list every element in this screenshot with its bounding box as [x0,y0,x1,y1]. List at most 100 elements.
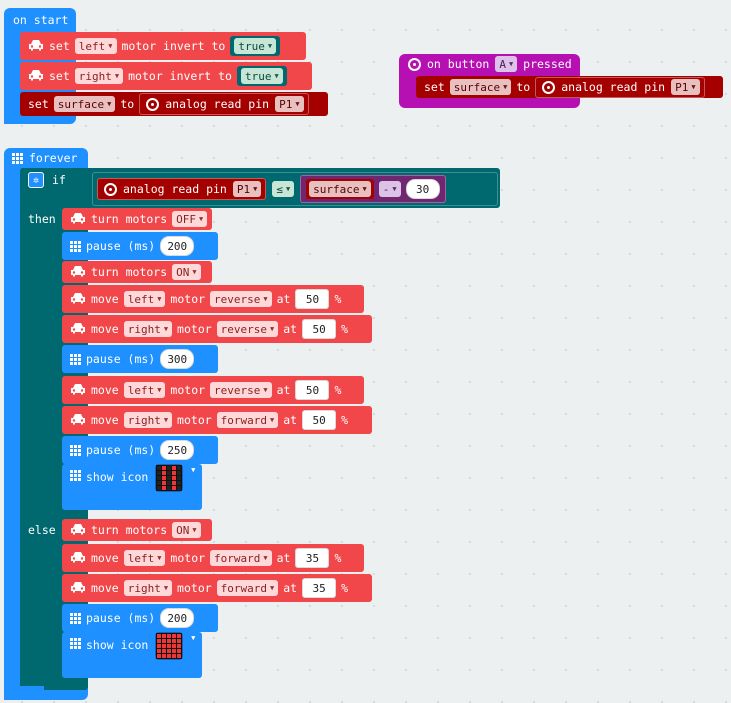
pin-dropdown[interactable]: P1▼ [275,96,304,112]
variable-value: surface [313,182,360,196]
direction-dropdown[interactable]: forward▼ [216,412,279,428]
show-icon-block[interactable]: show icon▼ [62,632,202,678]
button-dropdown[interactable]: A▼ [495,56,518,72]
move-label: move [91,581,119,595]
compare-condition[interactable]: analog read pin P1▼ ≤▼ surface▼ -▼ 30 [92,172,498,206]
led [177,654,182,658]
motor-dropdown[interactable]: left▼ [123,382,166,398]
pause-block[interactable]: pause (ms)200 [62,232,218,260]
motor-state-value: OFF [176,212,197,226]
icon-picker[interactable]: ▼ [155,464,195,492]
boolean-dropdown[interactable]: true▼ [234,38,277,54]
speed-input[interactable]: 50 [302,410,337,430]
gear-icon[interactable]: ✲ [28,172,44,188]
on-start-hat[interactable]: on start [4,8,76,32]
pause-input[interactable]: 300 [160,349,195,369]
turn-motors-label: turn motors [91,265,168,279]
pause-input[interactable]: 250 [160,440,195,460]
percent-label: % [341,581,349,595]
speed-input[interactable]: 35 [295,548,330,568]
motor-dropdown[interactable]: right▼ [74,68,124,84]
direction-dropdown[interactable]: reverse▼ [210,291,272,307]
pin-dropdown[interactable]: P1▼ [671,79,700,95]
variable-dropdown[interactable]: surface▼ [449,79,512,95]
set-label: set [28,97,49,111]
move-label: move [91,383,119,397]
direction-dropdown[interactable]: reverse▼ [210,382,272,398]
direction-dropdown[interactable]: forward▼ [210,550,272,566]
pause-input[interactable]: 200 [160,236,195,256]
pin-dropdown[interactable]: P1▼ [232,181,262,197]
set-right-motor-invert-block[interactable]: set right▼ motor invert to true▼ [20,62,312,90]
pause-input[interactable]: 200 [160,608,195,628]
icon-picker[interactable]: ▼ [155,632,195,660]
led [157,644,162,648]
chevron-down-icon: ▼ [362,185,367,193]
motor-state-dropdown[interactable]: ON▼ [172,264,201,280]
speed-input[interactable]: 50 [302,319,337,339]
speed-input[interactable]: 50 [295,289,330,309]
car-icon [70,212,86,227]
motor-value: right [127,413,161,427]
variable-dropdown[interactable]: surface▼ [53,96,116,112]
motor-state-dropdown[interactable]: ON▼ [172,522,201,538]
direction-dropdown[interactable]: forward▼ [216,580,279,596]
speed-input[interactable]: 50 [295,380,330,400]
set-surface-block[interactable]: set surface▼ to analog read pin P1▼ [20,92,328,116]
amount-input[interactable]: 30 [405,179,440,199]
car-icon [70,292,86,307]
show-icon-block[interactable]: show icon▼ [62,464,202,510]
analog-read-reporter[interactable]: analog read pin P1▼ [97,178,267,200]
direction-dropdown[interactable]: reverse▼ [216,321,279,337]
boolean-dropdown[interactable]: true▼ [240,68,283,84]
chevron-down-icon: ▼ [157,386,162,394]
led [177,481,182,485]
forever-hat[interactable]: forever [4,148,88,168]
led [167,486,172,490]
analog-read-reporter[interactable]: analog read pin P1▼ [535,76,705,98]
chevron-down-icon: ▼ [263,386,268,394]
motor-dropdown[interactable]: right▼ [123,580,173,596]
motor-dropdown[interactable]: left▼ [123,550,166,566]
math-reporter[interactable]: surface▼ -▼ 30 [300,175,446,203]
led [172,639,177,643]
pause-block[interactable]: pause (ms)200 [62,604,218,632]
analog-read-reporter[interactable]: analog read pin P1▼ [139,93,309,115]
boolean-value: true [238,39,265,53]
boolean-value: true [244,69,272,83]
motor-state-dropdown[interactable]: OFF▼ [172,211,208,227]
turn-motors-block[interactable]: turn motors ON▼ [62,261,212,283]
car-icon [28,69,44,84]
motor-dropdown[interactable]: right▼ [123,321,173,337]
pause-block[interactable]: pause (ms)250 [62,436,218,464]
operator-dropdown[interactable]: ≤▼ [272,181,295,197]
on-button-hat[interactable]: on button A▼ pressed [399,54,580,74]
variable-dropdown[interactable]: surface▼ [309,181,371,197]
chevron-down-icon: ▼ [163,584,169,592]
pause-block[interactable]: pause (ms) 300 [62,345,218,373]
set-surface-button-block[interactable]: set surface▼ to analog read pin P1▼ [416,76,723,98]
led [162,649,167,653]
pause-label: pause (ms) [86,352,156,366]
variable-reporter[interactable]: surface▼ [306,179,374,199]
speed-input[interactable]: 35 [302,578,337,598]
chevron-down-icon: ▼ [107,100,112,108]
math-operator-dropdown[interactable]: -▼ [378,181,401,197]
motor-label: motor [177,413,212,427]
led [177,476,182,480]
forever-label: forever [29,151,78,165]
grid-icon [12,152,23,164]
motor-dropdown[interactable]: left▼ [74,38,117,54]
motor-dropdown[interactable]: right▼ [123,412,173,428]
set-left-motor-invert-block[interactable]: set left▼ motor invert to true▼ [20,32,306,60]
chevron-down-icon: ▼ [263,295,268,303]
motor-dropdown[interactable]: left▼ [123,291,166,307]
